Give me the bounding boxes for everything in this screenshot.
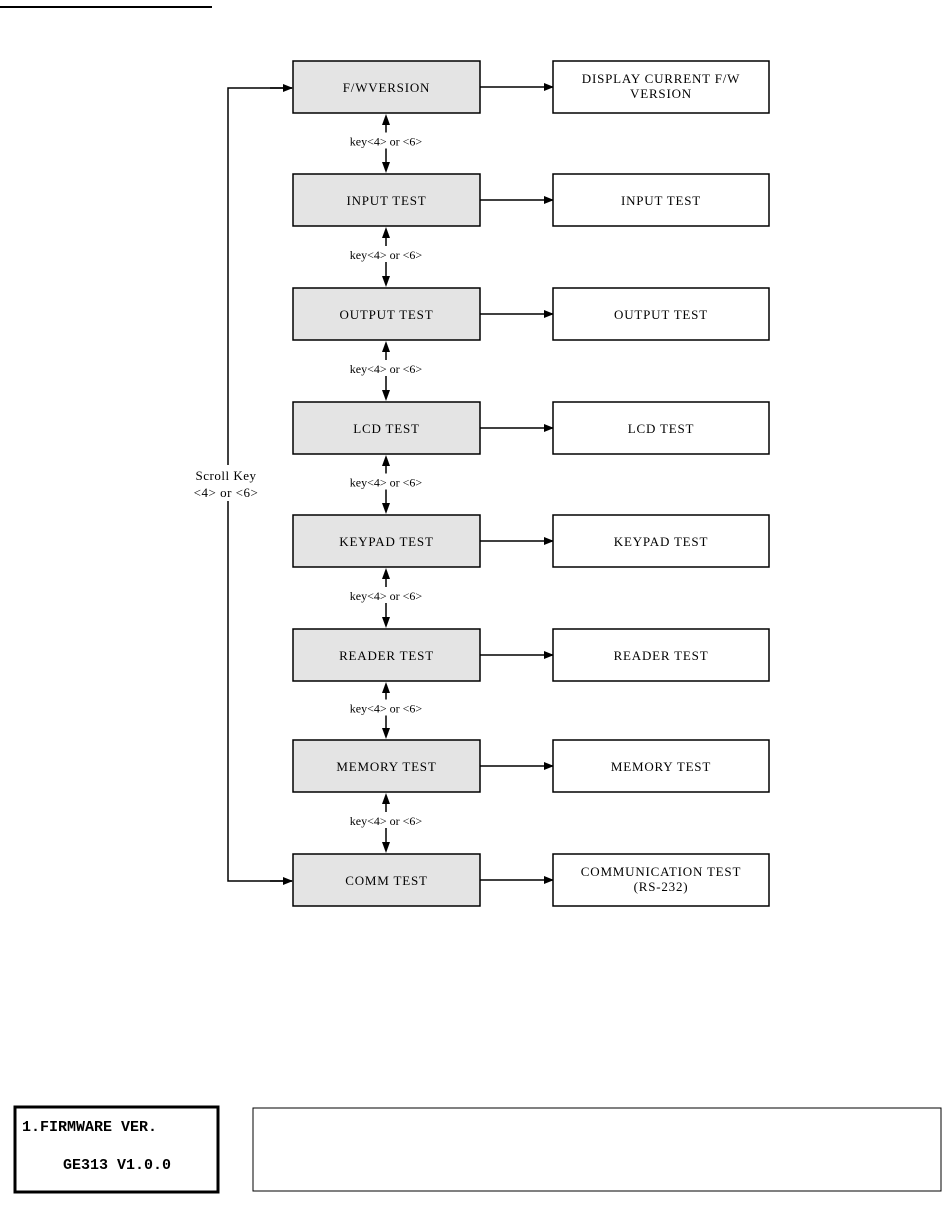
- flowchart-rows: F/WVERSION DISPLAY CURRENT F/WVERSION key<…: [292, 60, 770, 907]
- result-label-1-line-1: DISPLAY CURRENT F/W: [582, 71, 740, 86]
- result-label-5-line-1: KEYPAD TEST: [614, 534, 708, 549]
- nav-arrow-up-1: [382, 114, 390, 125]
- result-label-3-line-1: OUTPUT TEST: [614, 307, 708, 322]
- menu-box-3: [292, 287, 481, 341]
- menu-box-1: [292, 60, 481, 114]
- lcd-line2: GE313 V1.0.0: [63, 1157, 171, 1174]
- nav-label-bg-1: [340, 132, 432, 149]
- menu-label-3: OUTPUT TEST: [340, 307, 434, 322]
- result-label-1-line-2: VERSION: [630, 86, 692, 101]
- nav-label-4: key<4> or <6>: [350, 476, 423, 490]
- nav-label-2: key<4> or <6>: [350, 248, 423, 262]
- result-label-4-line-1: LCD TEST: [628, 421, 694, 436]
- nav-label-1: key<4> or <6>: [350, 135, 423, 149]
- nav-label-7: key<4> or <6>: [350, 814, 423, 828]
- menu-box-5: [292, 514, 481, 568]
- menu-label-2: INPUT TEST: [346, 193, 426, 208]
- nav-arrow-up-7: [382, 793, 390, 804]
- result-label-2-line-1: INPUT TEST: [621, 193, 701, 208]
- nav-arrow-up-5: [382, 568, 390, 579]
- nav-arrow-down-1: [382, 162, 390, 173]
- nav-label-bg-3: [340, 360, 432, 376]
- nav-label-3: key<4> or <6>: [350, 362, 423, 376]
- menu-label-4: LCD TEST: [353, 421, 419, 436]
- nav-arrow-up-3: [382, 341, 390, 352]
- nav-arrow-up-4: [382, 455, 390, 466]
- menu-box-8: [292, 853, 481, 907]
- nav-arrow-down-4: [382, 503, 390, 514]
- nav-arrow-down-2: [382, 276, 390, 287]
- nav-label-bg-4: [340, 473, 432, 490]
- nav-arrow-up-6: [382, 682, 390, 693]
- nav-arrow-down-7: [382, 842, 390, 853]
- nav-label-6: key<4> or <6>: [350, 702, 423, 716]
- description-box: [252, 1107, 942, 1192]
- nav-arrow-down-5: [382, 617, 390, 628]
- nav-label-bg-2: [340, 246, 432, 262]
- scroll-label-line2: <4> or <6>: [194, 485, 259, 500]
- result-box-8: [552, 853, 770, 907]
- menu-label-5: KEYPAD TEST: [339, 534, 433, 549]
- result-box-4: [552, 401, 770, 455]
- menu-label-8: COMM TEST: [345, 873, 427, 888]
- result-label-8-line-2: (RS-232): [634, 879, 689, 894]
- menu-label-6: READER TEST: [339, 648, 434, 663]
- result-label-6-line-1: READER TEST: [614, 648, 709, 663]
- result-label-7-line-1: MEMORY TEST: [611, 759, 711, 774]
- scroll-label-line1: Scroll Key: [196, 468, 257, 483]
- nav-arrow-down-3: [382, 390, 390, 401]
- lcd-line1: 1.FIRMWARE VER.: [22, 1119, 157, 1136]
- menu-box-6: [292, 628, 481, 682]
- result-box-3: [552, 287, 770, 341]
- nav-label-5: key<4> or <6>: [350, 589, 423, 603]
- result-box-1: [552, 60, 770, 114]
- nav-label-bg-6: [340, 699, 432, 716]
- nav-label-bg-5: [340, 587, 432, 603]
- menu-box-7: [292, 739, 481, 793]
- result-box-5: [552, 514, 770, 568]
- nav-arrow-up-2: [382, 227, 390, 238]
- result-box-7: [552, 739, 770, 793]
- result-label-8-line-1: COMMUNICATION TEST: [581, 864, 741, 879]
- scroll-label-bg: [186, 465, 270, 501]
- lcd-screen: [13, 1105, 220, 1194]
- result-box-6: [552, 628, 770, 682]
- result-box-2: [552, 173, 770, 227]
- nav-label-bg-7: [340, 812, 432, 828]
- menu-label-1: F/WVERSION: [343, 80, 430, 95]
- menu-label-7: MEMORY TEST: [336, 759, 436, 774]
- nav-arrow-down-6: [382, 728, 390, 739]
